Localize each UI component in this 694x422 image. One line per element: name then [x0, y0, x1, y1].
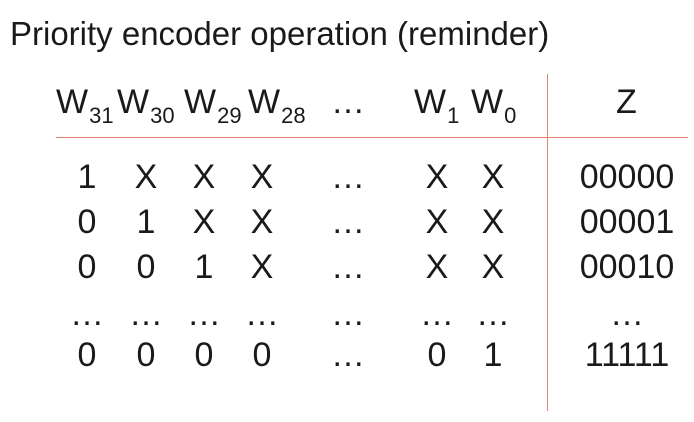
header-w1: W1 — [414, 83, 460, 128]
table-cell: … — [610, 295, 644, 333]
table-cell: … — [331, 158, 365, 196]
table-cell: … — [331, 248, 365, 286]
table-cell: 0 — [427, 336, 447, 374]
table-cell: X — [134, 158, 158, 196]
page-title: Priority encoder operation (reminder) — [10, 15, 550, 52]
table-cell: 1 — [136, 203, 156, 241]
table-cell: X — [250, 203, 274, 241]
table-cell: … — [420, 295, 454, 333]
header-ellipsis: … — [331, 83, 365, 121]
table-cell: 11111 — [584, 336, 670, 374]
table-cell: X — [192, 203, 216, 241]
header-w30: W30 — [117, 83, 175, 128]
table-cell: … — [129, 295, 163, 333]
table-cell: X — [481, 203, 505, 241]
table-cell: 1 — [483, 336, 503, 374]
table-cell: … — [331, 295, 365, 333]
table-cell: … — [245, 295, 279, 333]
output-column-divider — [547, 74, 548, 411]
table-cell: 0 — [77, 248, 97, 286]
table-cell: X — [425, 248, 449, 286]
table-cell: … — [187, 295, 221, 333]
table-cell: 00010 — [579, 248, 675, 286]
table-cell: X — [481, 158, 505, 196]
header-w0: W0 — [471, 83, 517, 128]
table-cell: 1 — [194, 248, 214, 286]
header-w28: W28 — [248, 83, 306, 128]
table-cell: X — [192, 158, 216, 196]
table-cell: 00000 — [579, 158, 675, 196]
table-cell: … — [70, 295, 104, 333]
table-cell: X — [250, 248, 274, 286]
table-cell: 00001 — [579, 203, 675, 241]
table-cell: 0 — [136, 336, 156, 374]
header-divider — [56, 137, 688, 138]
table-cell: 0 — [252, 336, 272, 374]
table-cell: X — [481, 248, 505, 286]
table-cell: 1 — [77, 158, 97, 196]
header-w29: W29 — [184, 83, 242, 128]
table-cell: … — [331, 336, 365, 374]
table-cell: 0 — [194, 336, 214, 374]
header-z: Z — [616, 83, 637, 121]
table-cell: … — [476, 295, 510, 333]
table-cell: X — [425, 158, 449, 196]
table-cell: 0 — [136, 248, 156, 286]
header-w31: W31 — [56, 83, 114, 128]
table-cell: … — [331, 203, 365, 241]
table-cell: X — [425, 203, 449, 241]
table-cell: 0 — [77, 336, 97, 374]
table-cell: X — [250, 158, 274, 196]
table-cell: 0 — [77, 203, 97, 241]
